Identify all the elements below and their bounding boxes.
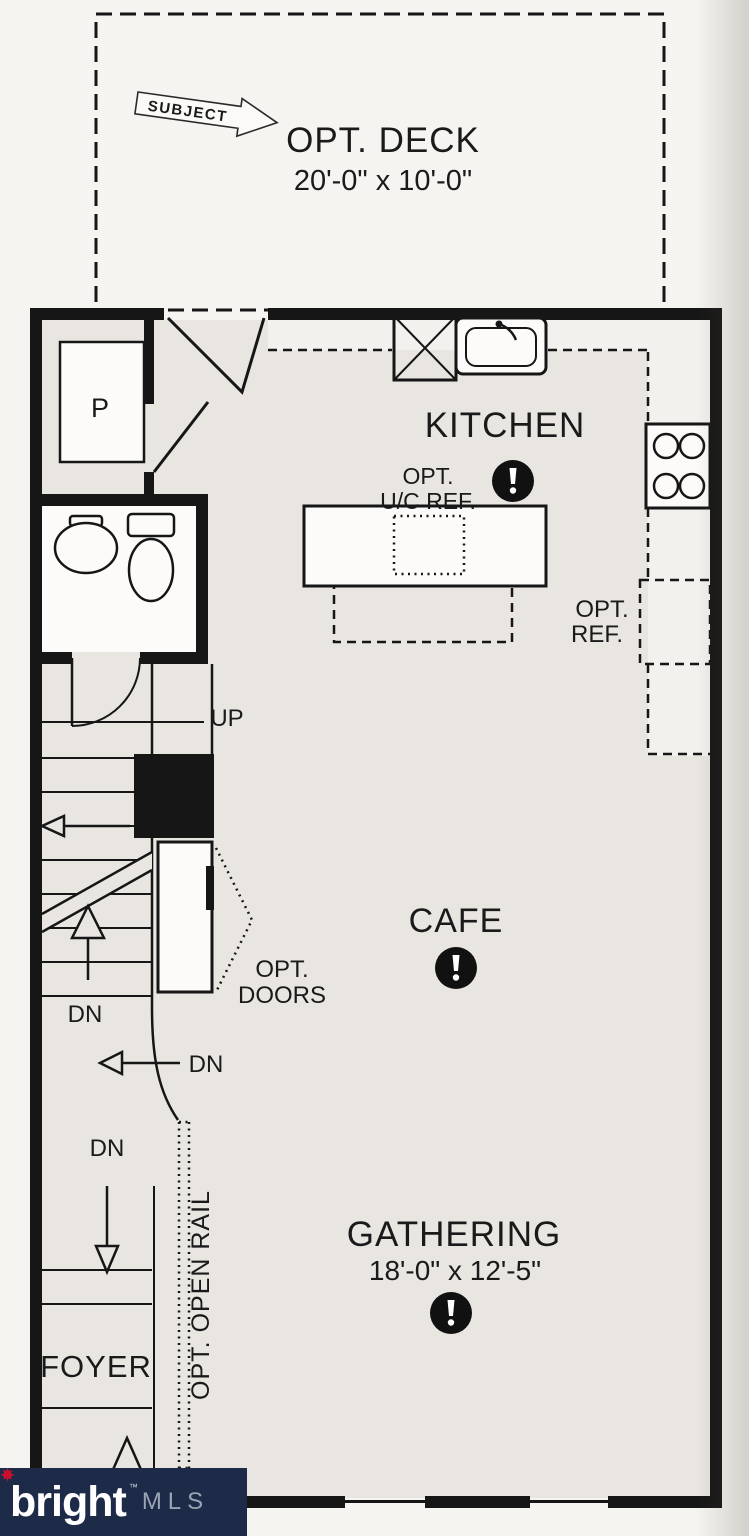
cafe-label: CAFE (409, 902, 504, 940)
maple-leaf-icon (0, 1468, 15, 1482)
window-bottom-1 (345, 1500, 425, 1503)
kitchen-sink (454, 316, 548, 376)
window-bottom-2 (530, 1500, 608, 1503)
logo-superscript: ™ (0, 1468, 138, 1492)
dn-label-1: DN (68, 1001, 103, 1028)
logo-mls-text: MLS (141, 1488, 210, 1515)
deck-door-swing (166, 316, 266, 395)
kitchen-island (302, 504, 548, 644)
logo-brand-text: bright (10, 1477, 127, 1526)
gathering-marker-icon (430, 1292, 472, 1334)
opt-ref-label-line1: OPT. (575, 596, 628, 623)
deck-dimensions: 20'-0" x 10'-0" (294, 165, 472, 197)
opt-ucref-line2: U/C REF. (380, 488, 476, 514)
opt-doors-line2: DOORS (238, 982, 326, 1009)
dn-arrow-left (97, 1049, 180, 1077)
dn-label-3: DN (90, 1135, 125, 1162)
opt-ucref-line1: OPT. (402, 463, 453, 489)
brightmls-logo: bright ™ MLS (0, 1468, 247, 1536)
pantry-label: P (91, 393, 109, 423)
kitchen-marker-icon (492, 460, 534, 502)
stairs: UP OPT. DOORS DN DN (38, 664, 326, 1496)
foyer-label: FOYER (40, 1349, 152, 1384)
opt-doors-swing (214, 847, 254, 993)
stair-arrow-left (38, 814, 130, 838)
gathering-dimensions: 18'-0" x 12'-5" (369, 1255, 541, 1286)
stair-break (42, 852, 152, 932)
subject-arrow: SUBJECT (134, 91, 279, 138)
toilet (126, 512, 176, 603)
stair-arrow-up (69, 903, 107, 980)
cafe-marker-icon (435, 947, 477, 989)
logo-tm-text: ™ (128, 1482, 138, 1492)
up-label: UP (210, 705, 243, 732)
stair-lower-run (156, 840, 214, 994)
stair-landing-wall (134, 754, 214, 838)
pantry-door-swing (152, 401, 210, 473)
gathering-label: GATHERING (347, 1215, 561, 1254)
pantry: P (58, 308, 210, 494)
opt-ref-label-line2: REF. (571, 621, 623, 648)
powder-door-arc (71, 657, 141, 727)
opt-open-rail: OPT. OPEN RAIL (177, 1120, 215, 1470)
opt-doors-line1: OPT. (255, 956, 308, 983)
kitchen-label: KITCHEN (425, 406, 586, 445)
opt-open-rail-label: OPT. OPEN RAIL (187, 1190, 215, 1400)
dn-label-2: DN (189, 1051, 224, 1078)
deck-label: OPT. DECK (286, 121, 480, 160)
opt-deck: OPT. DECK 20'-0" x 10'-0" (94, 12, 666, 312)
powder-sink (53, 514, 119, 575)
powder-room (42, 494, 208, 727)
dn-arrow-down (94, 1186, 120, 1276)
scan-edge-shading (696, 0, 749, 1536)
